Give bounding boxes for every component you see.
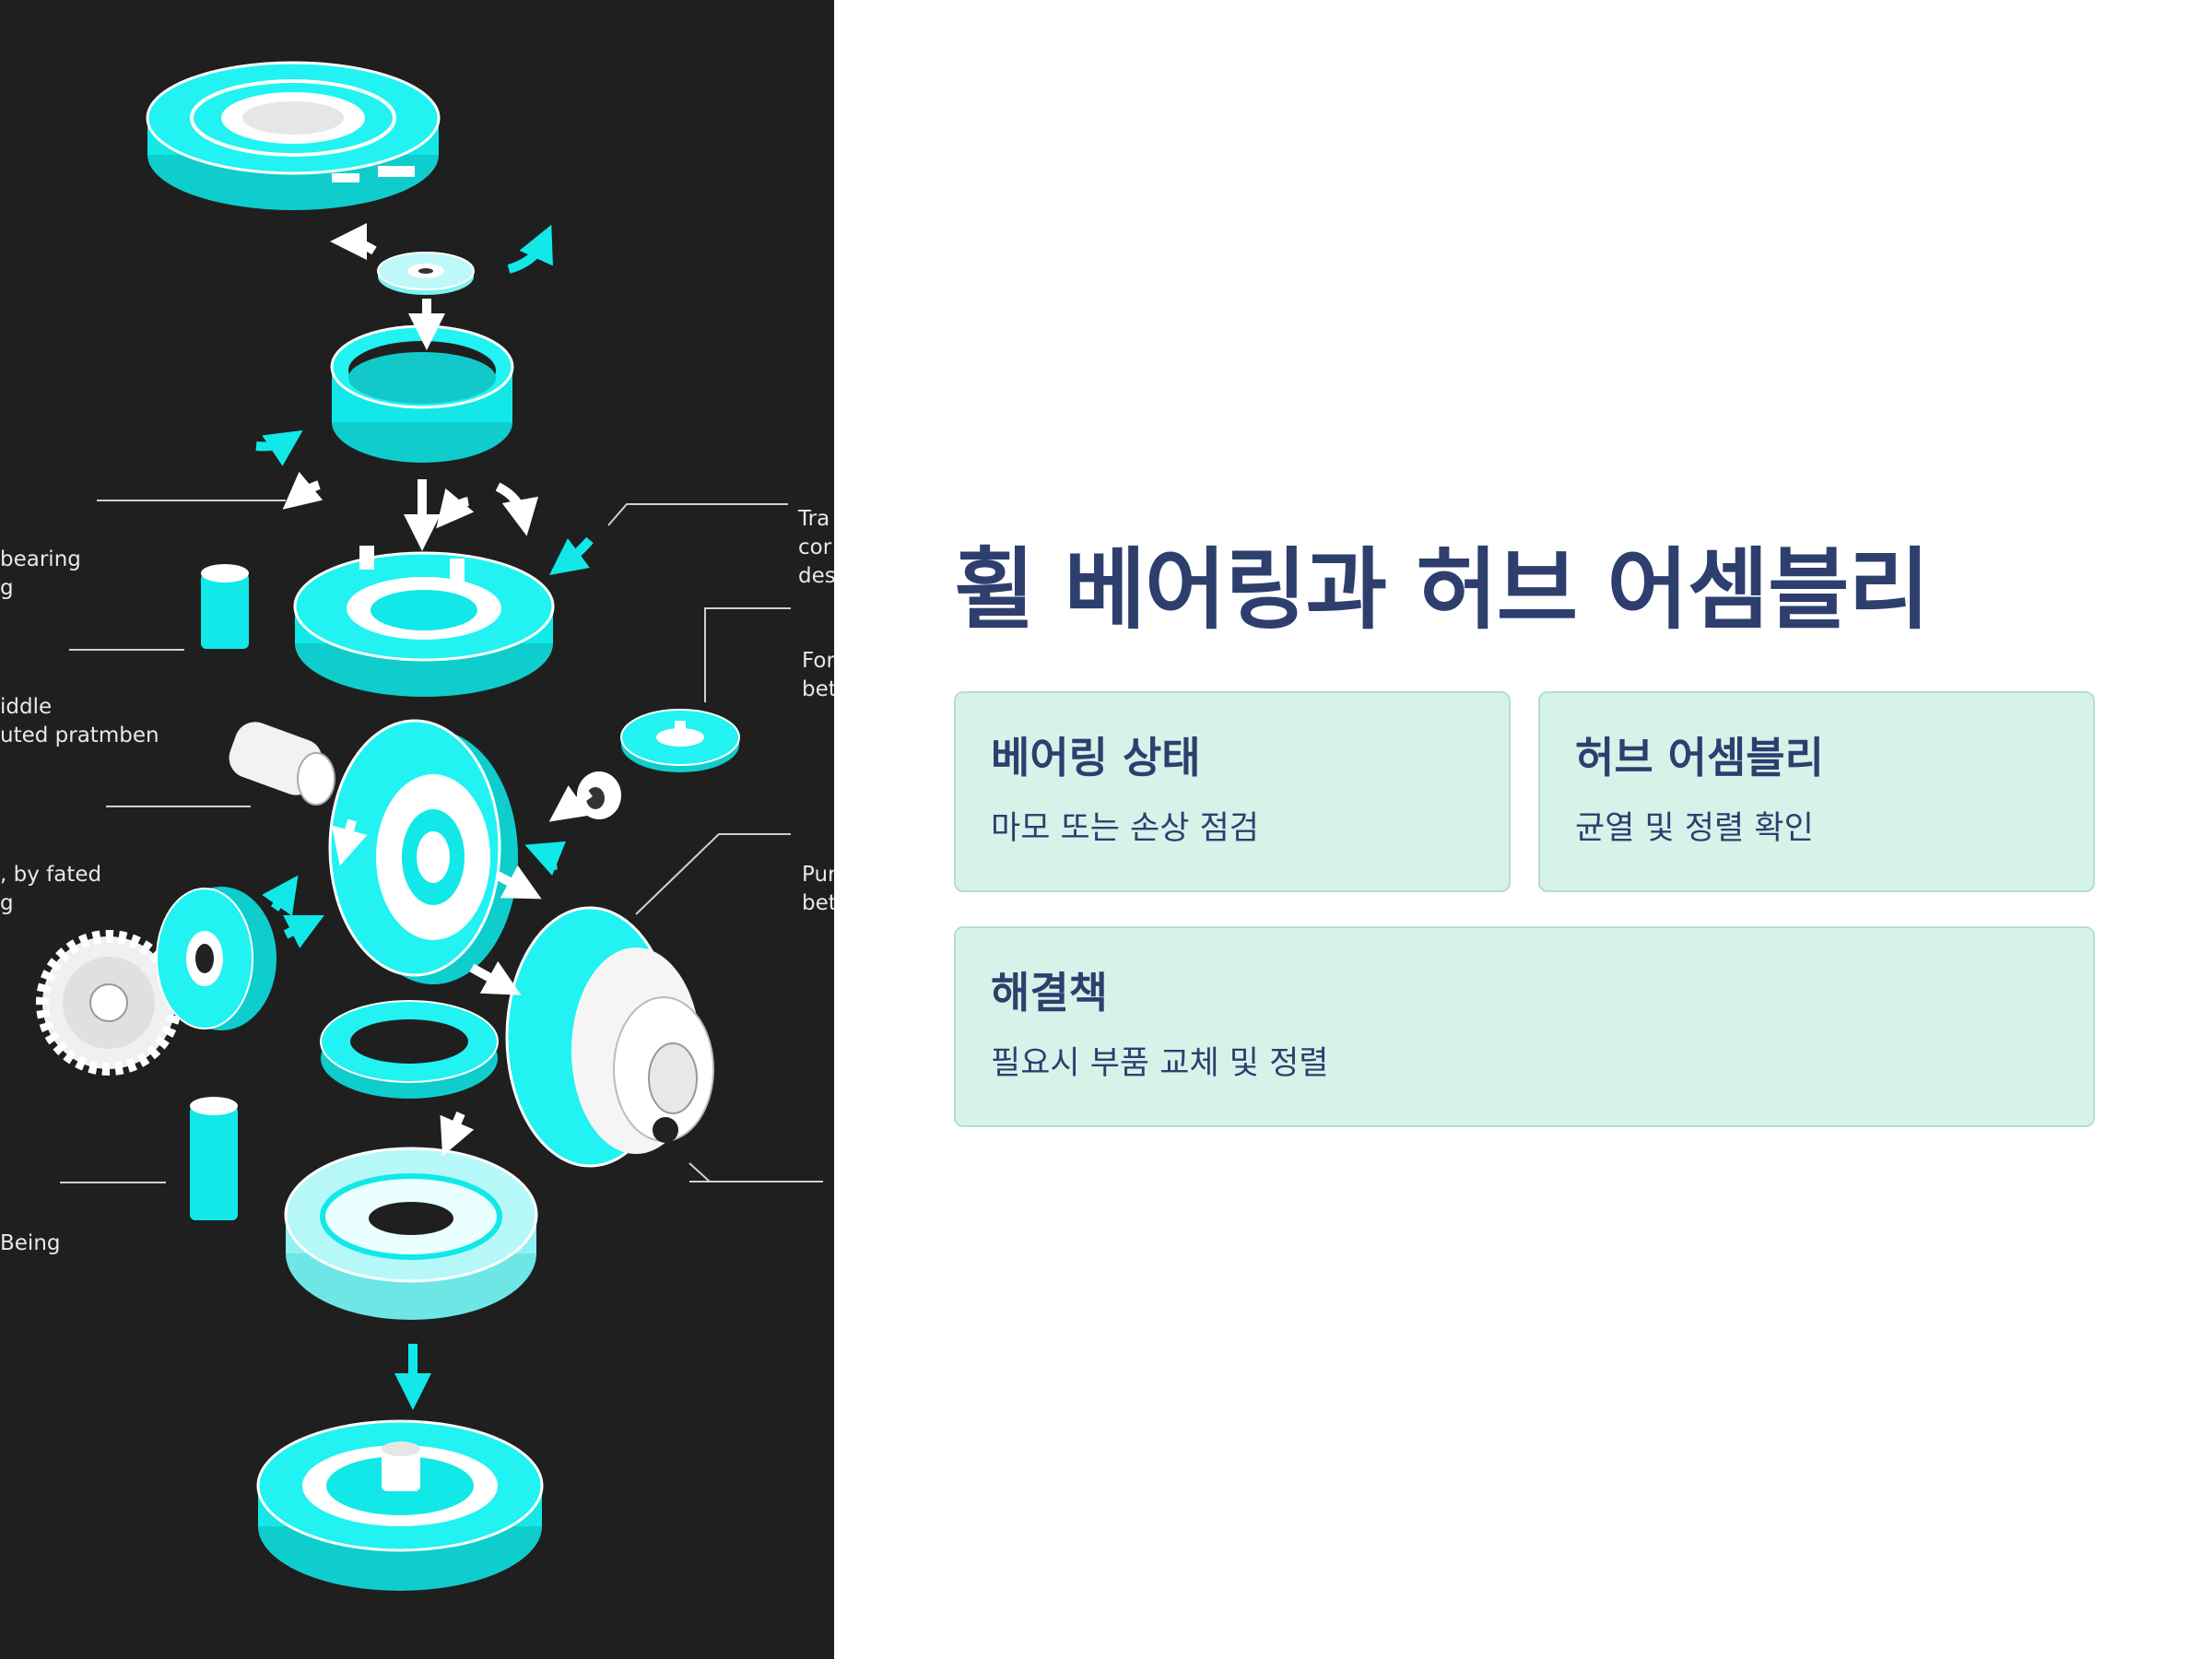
bottom-disc-part <box>256 1419 544 1591</box>
card-title: 허브 어셈블리 <box>1575 733 1824 782</box>
cylinder-pin-part <box>201 564 249 649</box>
bushing-part <box>229 722 335 806</box>
flat-ring-part <box>320 1000 499 1099</box>
callout-label: Being <box>0 1231 61 1255</box>
lower-disc-part <box>284 1147 538 1320</box>
card-body: 필요시 부품 교체 및 정렬 <box>991 1045 1329 1082</box>
card-title: 베어링 상태 <box>991 733 1201 782</box>
hub-motor-part <box>505 906 714 1168</box>
small-flange-part <box>377 252 475 295</box>
solution-card: 해결책 필요시 부품 교체 및 정렬 <box>954 926 2095 1127</box>
right-flange-part <box>620 709 740 772</box>
card-body: 마모 또는 손상 점검 <box>991 810 1259 847</box>
hub-assembly-card: 허브 어셈블리 균열 및 정렬 확인 <box>1538 691 2095 892</box>
bearing-ring-part <box>330 324 514 463</box>
coupling-ring-part <box>156 887 276 1030</box>
lower-pin-part <box>190 1097 238 1220</box>
bearing-condition-card: 베어링 상태 마모 또는 손상 점검 <box>954 691 1511 892</box>
hub-disc-part <box>293 546 555 697</box>
main-hub-part <box>328 719 518 984</box>
card-body: 균열 및 정렬 확인 <box>1575 810 1814 847</box>
slide-title: 휠 베어링과 허브 어셈블리 <box>954 538 1930 641</box>
gear-part <box>36 930 182 1076</box>
card-title: 해결책 <box>991 968 1108 1018</box>
top-disc-part <box>146 61 441 210</box>
